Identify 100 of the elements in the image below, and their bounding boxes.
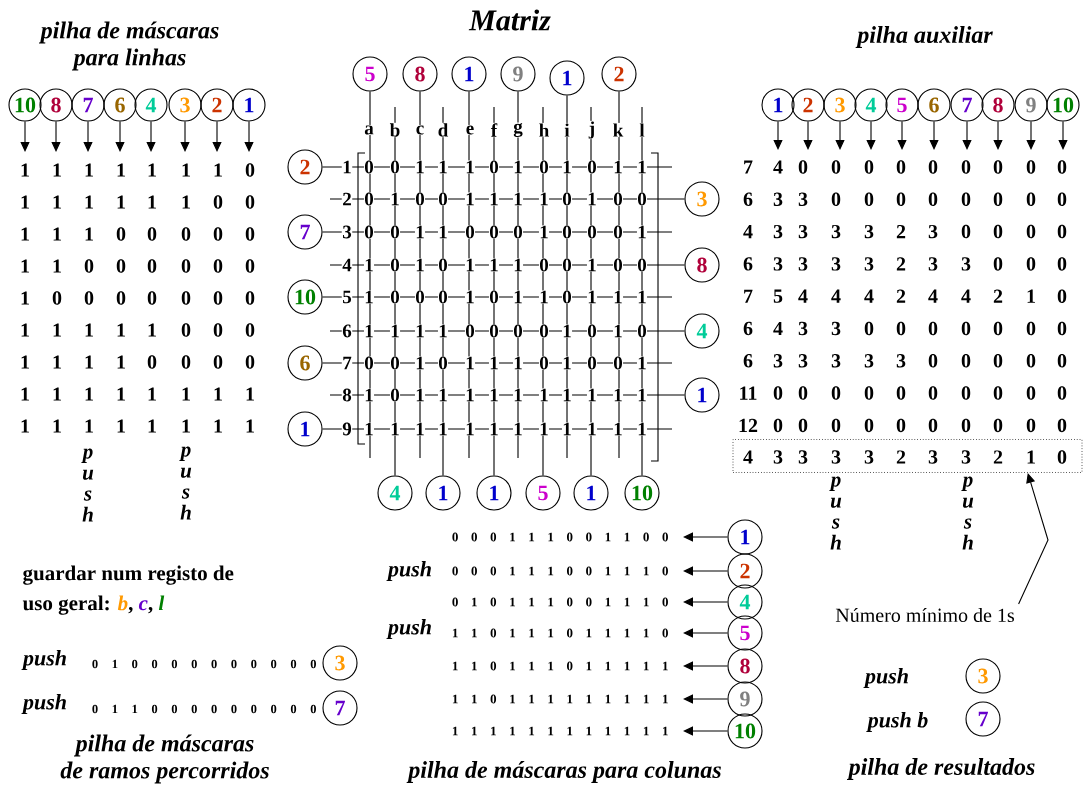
- bit-value: 0: [561, 225, 573, 239]
- bit-value: 1: [363, 388, 375, 402]
- bit-value: 1: [488, 258, 500, 272]
- arrow: [803, 121, 813, 150]
- count-value: 2: [896, 257, 906, 271]
- count-value: 0: [961, 224, 971, 239]
- bit-value: 1: [85, 227, 93, 241]
- bit-value: 1: [21, 163, 29, 177]
- count-value: 0: [831, 386, 841, 400]
- bit-value: 0: [245, 291, 255, 305]
- bit-value: 1: [561, 388, 573, 402]
- bit-value: 1: [21, 227, 29, 241]
- bit-value: 1: [512, 160, 524, 174]
- row-number: 8: [341, 388, 353, 402]
- count-value: 0: [928, 386, 938, 400]
- title: Matriz: [468, 9, 551, 31]
- mask-row: 0 1 0 1 1 1 0 0 1 1 1 0: [452, 597, 668, 607]
- bit-value: 1: [414, 324, 426, 338]
- bit-value: 0: [488, 324, 500, 338]
- count-value: 0: [961, 354, 971, 368]
- arrow: [51, 121, 61, 152]
- bit-value: 1: [414, 388, 426, 402]
- bit-value: 0: [586, 225, 598, 239]
- count-value: 0: [864, 192, 874, 207]
- count-value: 4: [773, 160, 783, 174]
- mask-row: 1 1 1 1 1 1 1 1 1 1 1 1: [452, 726, 668, 736]
- bit-value: 1: [53, 259, 61, 273]
- bit-value: 1: [363, 422, 375, 436]
- bit-value: 1: [636, 356, 648, 370]
- bit-value: 1: [464, 258, 476, 272]
- push-label: push: [21, 650, 66, 670]
- count-value: 4: [743, 225, 753, 239]
- bit-value: 0: [181, 291, 191, 305]
- bit-value: 1: [85, 323, 93, 337]
- count-value: 0: [1057, 289, 1067, 303]
- count-value: 6: [743, 192, 753, 206]
- bit-value: 1: [488, 356, 500, 370]
- bit-value: 1: [117, 387, 125, 401]
- bit-value: 1: [148, 387, 156, 401]
- bit-value: 0: [464, 324, 476, 338]
- count-value: 7: [744, 160, 753, 174]
- count-value: 4: [798, 289, 808, 303]
- bit-value: 1: [612, 388, 624, 402]
- bit-value: 1: [464, 192, 476, 206]
- bit-value: 0: [389, 356, 401, 370]
- bit-value: 1: [53, 195, 61, 209]
- count-value: 0: [928, 192, 938, 207]
- arrow: [683, 694, 728, 704]
- bit-value: 1: [512, 290, 524, 304]
- bit-value: 1: [117, 323, 125, 337]
- mask-row: 0 1 0 0 0 0 0 0 0 0 0 0: [92, 659, 316, 669]
- bit-value: 1: [512, 356, 524, 370]
- bit-value: 0: [245, 227, 255, 241]
- count-value: 0: [993, 192, 1003, 207]
- arrow: [866, 121, 876, 150]
- bit-value: 0: [213, 291, 223, 305]
- bit-value: 1: [488, 422, 500, 436]
- row-number: 5: [341, 290, 353, 304]
- push-label: push: [386, 561, 431, 581]
- count-value: 0: [993, 224, 1003, 239]
- arrow: [683, 532, 728, 542]
- bit-value: 1: [437, 422, 449, 436]
- bit-value: 0: [414, 290, 426, 304]
- push-label: push: [386, 619, 431, 639]
- mask-row: 0 1 1 0 0 0 0 0 0 0 0 0: [92, 704, 316, 714]
- bit-value: 1: [363, 258, 375, 272]
- count-value: 3: [864, 224, 874, 239]
- count-value: 0: [993, 321, 1003, 336]
- highlight-box: [732, 439, 1083, 473]
- arrow: [20, 121, 30, 152]
- bit-value: 1: [182, 387, 190, 401]
- bit-value: 0: [116, 259, 126, 273]
- bit-value: 0: [245, 355, 255, 369]
- bit-value: 1: [464, 388, 476, 402]
- column-letter: a: [363, 124, 375, 136]
- count-value: 0: [896, 192, 906, 207]
- bit-value: 0: [213, 227, 223, 241]
- count-value: 3: [928, 257, 938, 271]
- annotation-text: Número mínimo de 1s: [835, 607, 1014, 623]
- count-value: 6: [743, 257, 753, 271]
- count-value: 3: [798, 354, 808, 368]
- column-letter: b: [389, 122, 401, 138]
- bit-value: 0: [213, 259, 223, 273]
- bit-value: 1: [117, 163, 125, 177]
- bit-value: 1: [214, 387, 222, 401]
- bit-value: 1: [512, 258, 524, 272]
- bit-value: 1: [21, 259, 29, 273]
- bit-value: 1: [148, 323, 156, 337]
- bit-value: 1: [414, 258, 426, 272]
- column-letter: e: [465, 124, 475, 136]
- bit-value: 1: [182, 163, 190, 177]
- bit-value: 1: [389, 422, 401, 436]
- column-letter: d: [437, 122, 449, 138]
- bit-value: 1: [414, 225, 426, 239]
- count-value: 12: [739, 418, 758, 432]
- count-value: 0: [1057, 386, 1067, 400]
- count-value: 0: [1026, 386, 1036, 400]
- bit-value: 1: [85, 195, 93, 209]
- arrow: [244, 121, 254, 152]
- count-value: 0: [864, 386, 874, 400]
